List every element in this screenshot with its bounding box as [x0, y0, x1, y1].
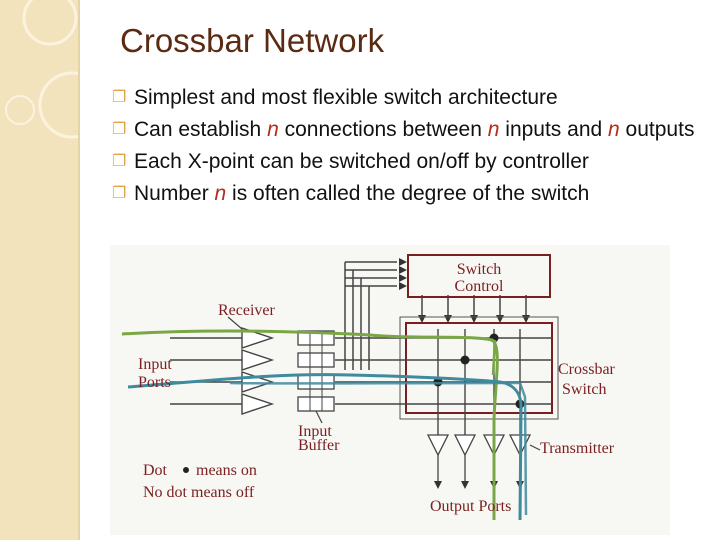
- input-buffer-label-1: Input: [298, 423, 332, 440]
- crossbar-outer-box: [399, 316, 559, 420]
- input-ports-label-1: Input: [138, 356, 172, 373]
- variable-n: n: [267, 118, 279, 141]
- green-path-1: [121, 329, 499, 520]
- transmitter-label: Transmitter: [540, 440, 615, 457]
- input-buffers: [297, 330, 335, 412]
- blue-path-1: [127, 373, 523, 521]
- bullet-text: Simplest and most flexible switch archit…: [134, 86, 558, 109]
- diagram-background: [110, 245, 670, 535]
- bullet-item: ❐ Each X-point can be switched on/off by…: [112, 146, 702, 178]
- output-ports-label: Output Ports: [430, 498, 511, 515]
- input-ports-label-2: Ports: [138, 374, 171, 391]
- green-path-2: [491, 339, 497, 376]
- bullet-text: is often called the degree of the switch: [226, 182, 590, 205]
- receiver-label: Receiver: [218, 302, 276, 319]
- crossbar-switch-label-1: Crossbar: [558, 361, 616, 378]
- buffer-pointer: [315, 410, 323, 424]
- bullet-list: ❐ Simplest and most flexible switch arch…: [112, 82, 702, 210]
- bullet-item: ❐ Number n is often called the degree of…: [112, 178, 702, 210]
- bullet-icon: ❐: [112, 89, 127, 106]
- blue-path-2: [229, 381, 528, 516]
- variable-n: n: [214, 182, 227, 205]
- switch-control-label-1: Switch: [457, 261, 501, 278]
- bullet-text: Each X-point can be switched on/off by c…: [134, 150, 589, 173]
- crossbar-switch-label-2: Switch: [562, 381, 606, 398]
- sidebar-circles: [5, 0, 80, 139]
- bullet-icon: ❐: [112, 153, 127, 170]
- slide-title: Crossbar Network: [120, 22, 385, 59]
- bullet-item: ❐ Simplest and most flexible switch arch…: [112, 82, 702, 114]
- decorative-sidebar: [0, 0, 80, 540]
- bullet-text: Number: [134, 182, 215, 205]
- switch-control-box: [407, 254, 551, 298]
- input-buffer-cells: [309, 331, 323, 411]
- no-dot-legend-label: No dot means off: [143, 484, 255, 501]
- bullet-text: Can establish: [134, 118, 268, 141]
- dot-legend-label: Dot: [143, 462, 168, 479]
- bullet-text: inputs and: [499, 118, 609, 141]
- crossbar-diagram: Switch Control Receiver: [110, 245, 670, 535]
- variable-n: n: [487, 118, 500, 141]
- switch-control-label-2: Control: [455, 278, 504, 295]
- variable-n: n: [608, 118, 620, 141]
- sidebar-edge: [78, 0, 80, 540]
- crossbar-box: [405, 322, 553, 414]
- transmitter-pointer: [529, 444, 541, 451]
- input-buffer-label-2: Buffer: [298, 437, 340, 454]
- bullet-icon: ❐: [112, 185, 127, 202]
- bullet-icon: ❐: [112, 121, 127, 138]
- legend-dot: [183, 467, 189, 473]
- bullet-item: ❐ Can establish n connections between n …: [112, 114, 702, 146]
- receiver-pointer: [227, 316, 243, 330]
- bullet-text: connections between: [278, 118, 488, 141]
- dot-legend-text: means on: [196, 462, 257, 479]
- bullet-text: outputs: [619, 118, 695, 141]
